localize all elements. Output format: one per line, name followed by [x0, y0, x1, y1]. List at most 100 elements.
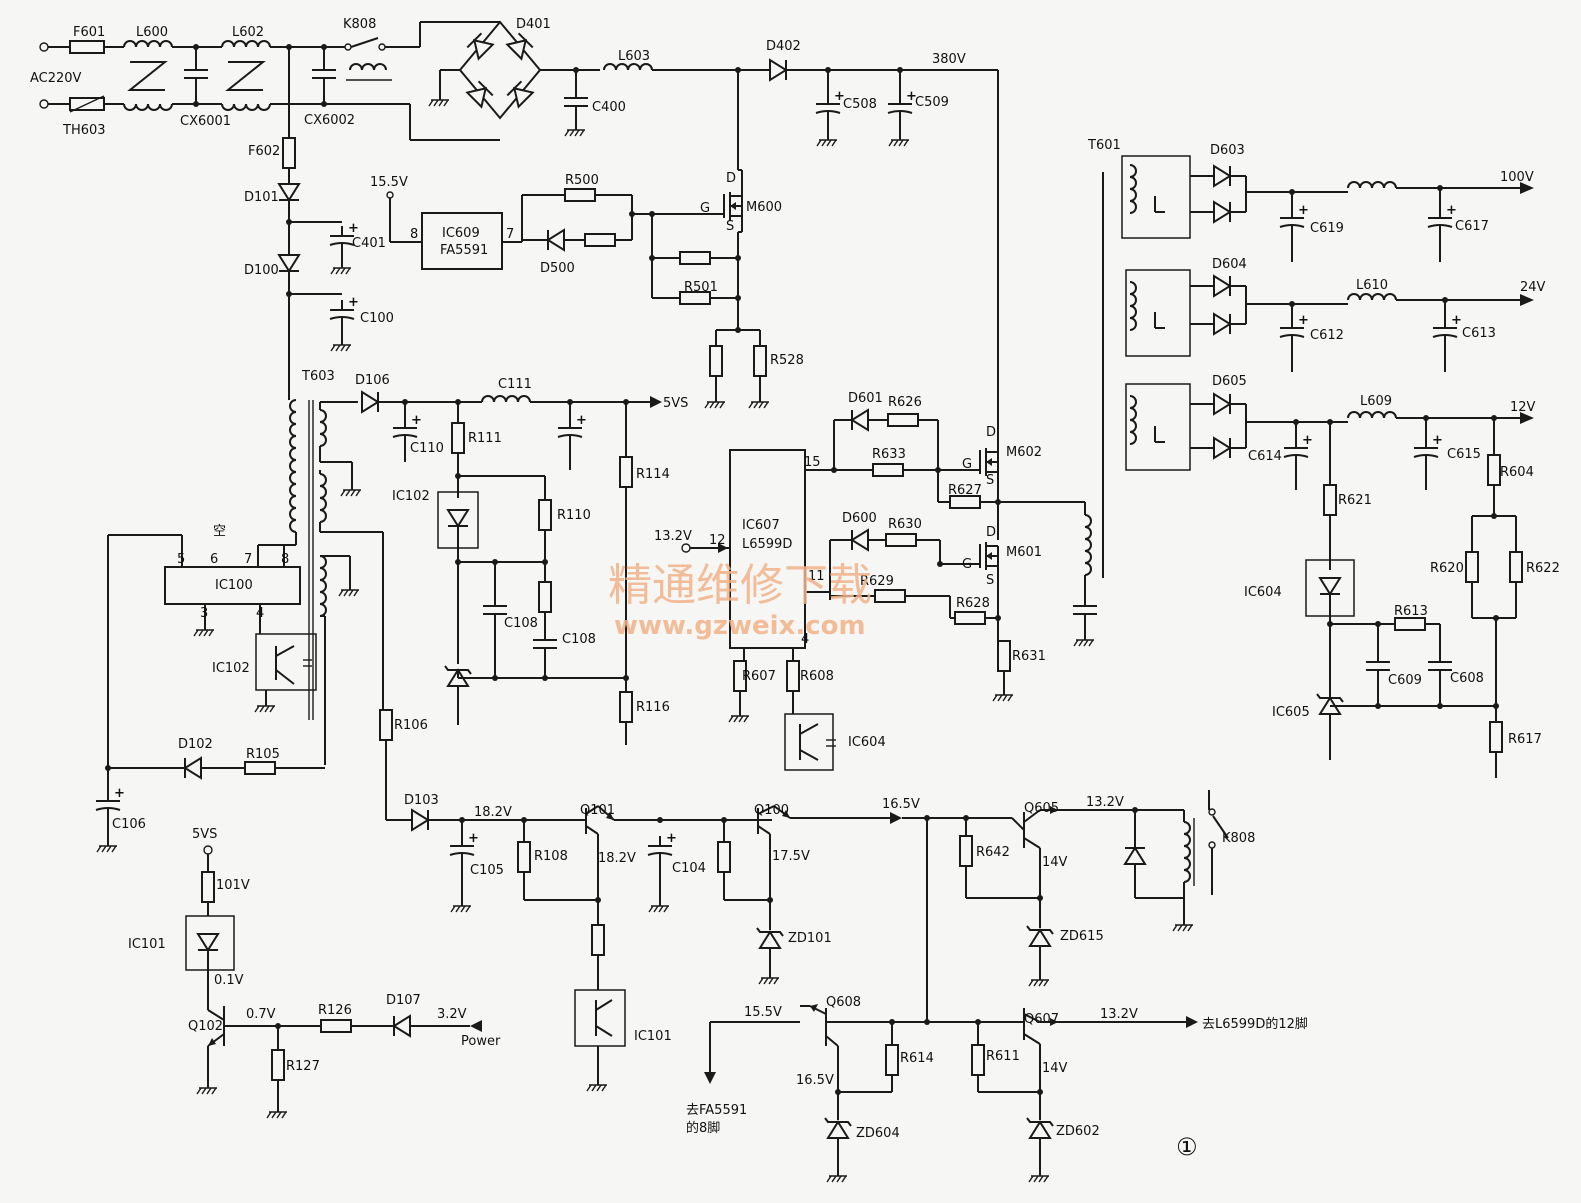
label-pin5: 5	[177, 552, 185, 567]
label-R620: R620	[1430, 561, 1464, 576]
watermark-chinese: 精通维修下载	[608, 560, 872, 611]
relay-driver-q605	[924, 790, 1229, 987]
label-D600: D600	[842, 511, 877, 526]
label-K808-relay: K808	[1222, 831, 1255, 846]
llc-half-bridge	[681, 409, 1098, 771]
label-C108b: C108	[562, 632, 596, 647]
label-D603: D603	[1210, 143, 1245, 158]
label-D100: D100	[244, 263, 279, 278]
label-14V-a: 14V	[1042, 855, 1068, 870]
label-ZD604: ZD604	[856, 1126, 900, 1141]
standby-control-chain	[379, 532, 1012, 1092]
label-R604: R604	[1500, 465, 1534, 480]
bridge-d401	[428, 20, 999, 420]
label-100V: 100V	[1500, 170, 1534, 185]
label-L610: L610	[1356, 278, 1388, 293]
label-M602-S: S	[986, 473, 994, 488]
label-C111: C111	[498, 377, 532, 392]
label-L603: L603	[618, 49, 650, 64]
label-R622: R622	[1526, 561, 1560, 576]
label-C106: C106	[112, 817, 146, 832]
label-C100: C100	[360, 311, 394, 326]
label-D605: D605	[1212, 374, 1247, 389]
label-IC607: IC607	[742, 518, 780, 533]
label-C401: C401	[352, 236, 386, 251]
label-C110: C110	[410, 441, 444, 456]
label-M600: M600	[746, 200, 782, 215]
label-R617: R617	[1508, 732, 1542, 747]
label-C509: C509	[915, 95, 949, 110]
label-C612: C612	[1310, 328, 1344, 343]
main-transformer-t601	[1102, 155, 1534, 778]
label-F602: F602	[248, 144, 280, 159]
label-R127: R127	[286, 1059, 320, 1074]
label-pin8b: 8	[281, 552, 289, 567]
label-pin4-ic607: 4	[801, 632, 809, 647]
label-R611: R611	[986, 1049, 1020, 1064]
label-R501: R501	[684, 280, 718, 295]
label-C108a: C108	[504, 616, 538, 631]
label-R613: R613	[1394, 604, 1428, 619]
label-D500: D500	[540, 261, 575, 276]
label-IC604-mid: IC604	[848, 735, 886, 750]
label-16.5V-a: 16.5V	[882, 797, 920, 812]
label-pin11: 11	[808, 569, 825, 584]
label-C619: C619	[1310, 221, 1344, 236]
label-M601-S: S	[986, 573, 994, 588]
label-L600: L600	[136, 25, 168, 40]
component-labels: F601 L600 L602 K808 D401 L603 D402 380V …	[30, 17, 1560, 1141]
label-pin4: 4	[256, 606, 264, 621]
label-R614: R614	[900, 1051, 934, 1066]
label-IC102-top: IC102	[392, 489, 430, 504]
label-R111: R111	[468, 431, 502, 446]
label-R642: R642	[976, 845, 1010, 860]
label-Q102: Q102	[188, 1019, 223, 1034]
label-101V: 101V	[216, 878, 250, 893]
label-R608: R608	[800, 669, 834, 684]
label-C609: C609	[1388, 673, 1422, 688]
label-Power: Power	[461, 1034, 501, 1049]
label-R607: R607	[742, 669, 776, 684]
label-D106: D106	[355, 373, 390, 388]
label-pin6: 6	[210, 552, 218, 567]
label-R627: R627	[948, 483, 982, 498]
label-13.2V-in: 13.2V	[654, 529, 692, 544]
label-pin7: 7	[506, 227, 514, 242]
label-pin8: 8	[410, 227, 418, 242]
label-5VS-top: 5VS	[663, 396, 688, 411]
label-D107: D107	[386, 993, 421, 1008]
label-0.1V: 0.1V	[214, 973, 244, 988]
label-R528: R528	[770, 353, 804, 368]
label-12V: 12V	[1510, 400, 1536, 415]
label-0.7V: 0.7V	[246, 1007, 276, 1022]
label-R630: R630	[888, 517, 922, 532]
label-M601-G: G	[962, 557, 972, 572]
label-R628: R628	[956, 596, 990, 611]
label-IC101-left: IC101	[128, 937, 166, 952]
label-C614: C614	[1248, 449, 1282, 464]
label-R116: R116	[636, 700, 670, 715]
label-C615: C615	[1447, 447, 1481, 462]
label-IC609: IC609	[442, 226, 480, 241]
label-IC101-mid: IC101	[634, 1029, 672, 1044]
label-R626: R626	[888, 395, 922, 410]
ic100-block	[95, 534, 325, 853]
label-C104: C104	[672, 861, 706, 876]
label-M600-S: S	[726, 219, 734, 234]
label-M601-D: D	[986, 525, 996, 540]
input-filter	[39, 21, 500, 141]
label-14V-b: 14V	[1042, 1061, 1068, 1076]
label-IC604-right: IC604	[1244, 585, 1282, 600]
label-L602: L602	[232, 25, 264, 40]
label-R106: R106	[394, 718, 428, 733]
label-24V: 24V	[1520, 280, 1546, 295]
label-pin12: 12	[709, 533, 726, 548]
label-D103: D103	[404, 793, 439, 808]
label-ZD101: ZD101	[788, 931, 832, 946]
label-CX6001: CX6001	[180, 114, 231, 129]
label-T601: T601	[1087, 138, 1121, 153]
label-R629: R629	[860, 574, 894, 589]
label-C508: C508	[843, 97, 877, 112]
watermark-url: www.gzweix.com	[614, 611, 866, 641]
